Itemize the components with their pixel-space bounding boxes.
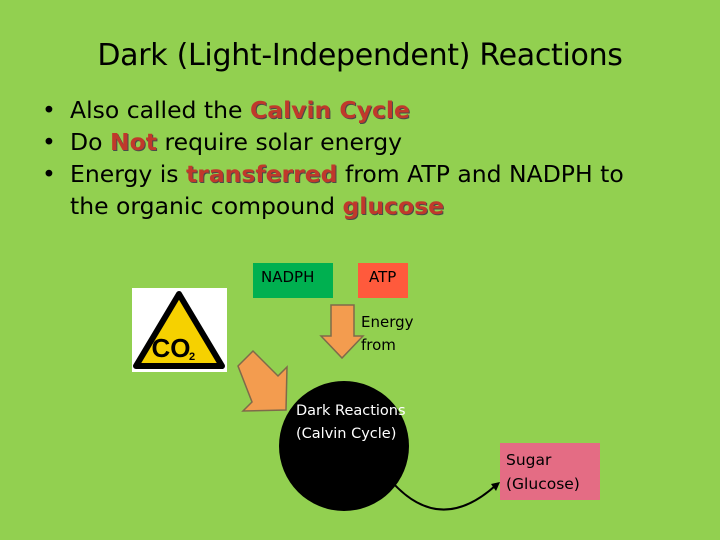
bullet-item: • Energy is transferred from ATP and NAD… xyxy=(42,158,702,222)
bullet-dot: • xyxy=(42,160,56,188)
bullet-text: the organic compound xyxy=(70,192,343,220)
calvin-cycle-line: (Calvin Cycle) xyxy=(296,426,397,442)
bullet-item: • Also called the Calvin Cycle xyxy=(42,94,702,126)
energy-line: Energy xyxy=(361,313,414,331)
co2-label: CO xyxy=(152,333,191,363)
dark-reactions-circle xyxy=(279,381,409,511)
dark-reactions-label: Dark Reactions (Calvin Cycle) xyxy=(296,400,406,446)
dark-reactions-line: Dark Reactions xyxy=(296,403,406,419)
curved-arrow xyxy=(391,481,500,511)
glucose-line: (Glucose) xyxy=(506,475,580,493)
bullet-dot: • xyxy=(42,96,56,124)
highlight-text: transferred xyxy=(186,160,338,188)
slide-title: Dark (Light-Independent) Reactions xyxy=(97,38,623,73)
bullet-text: Energy is xyxy=(70,160,186,188)
nadph-box: NADPH xyxy=(253,263,333,298)
bullet-text: Do xyxy=(70,128,110,156)
down-arrow xyxy=(319,304,365,360)
bullet-text: from ATP and NADPH to xyxy=(337,160,624,188)
highlight-text: Calvin Cycle xyxy=(249,96,410,124)
co2-hazard-icon: CO 2 xyxy=(132,288,227,372)
highlight-text: Not xyxy=(109,128,157,156)
highlight-text: glucose xyxy=(342,192,445,220)
sugar-line: Sugar xyxy=(506,451,552,469)
sugar-box: Sugar (Glucose) xyxy=(500,443,600,500)
from-line: from xyxy=(361,336,396,354)
bullet-dot: • xyxy=(42,128,56,156)
diagonal-arrow xyxy=(237,349,288,412)
atp-box: ATP xyxy=(358,263,408,298)
bullet-list: • Also called the Calvin Cycle • Do Not … xyxy=(42,94,702,222)
co2-subscript: 2 xyxy=(189,351,195,363)
bullet-text: Also called the xyxy=(70,96,250,124)
bullet-item: • Do Not require solar energy xyxy=(42,126,702,158)
energy-from-label: Energy from xyxy=(361,311,414,357)
bullet-text: require solar energy xyxy=(157,128,403,156)
